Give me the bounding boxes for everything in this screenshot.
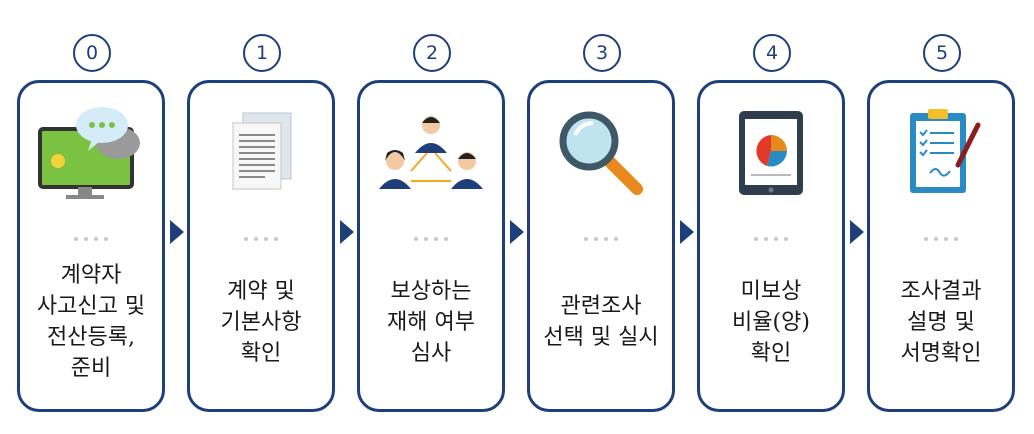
step-label: 계약 및 기본사항 확인	[220, 278, 302, 366]
computer-chat-icon	[20, 103, 162, 208]
step-card: 미보상 비율(양) 확인	[697, 80, 845, 412]
step-card: 관련조사 선택 및 실시	[527, 80, 675, 412]
separator-dots	[360, 226, 502, 245]
tablet-chart-icon	[700, 103, 842, 208]
step-number: 3	[583, 34, 621, 72]
step-1: 1 계약 및 기본사항 확인	[187, 0, 337, 434]
step-number: 1	[243, 34, 281, 72]
step-label: 미보상 비율(양) 확인	[732, 278, 810, 366]
step-card: 조사결과 설명 및 서명확인	[867, 80, 1015, 412]
step-number: 2	[413, 34, 451, 72]
documents-icon	[190, 103, 332, 208]
magnifier-icon	[530, 103, 672, 208]
step-3: 3 관련조사 선택 및 실시	[527, 0, 677, 434]
step-label: 조사결과 설명 및 서명확인	[900, 278, 982, 366]
separator-dots	[190, 226, 332, 245]
step-card: 보상하는 재해 여부 심사	[357, 80, 505, 412]
step-number: 5	[923, 34, 961, 72]
step-number: 0	[73, 34, 111, 72]
step-label: 관련조사 선택 및 실시	[543, 294, 659, 350]
step-card: 계약자 사고신고 및 전산등록, 준비	[17, 80, 165, 412]
people-network-icon	[360, 103, 502, 208]
flow-arrow	[510, 220, 524, 244]
step-label: 보상하는 재해 여부 심사	[387, 278, 475, 366]
step-2: 2 보상하는 재해 여부 심사	[357, 0, 507, 434]
separator-dots	[20, 226, 162, 245]
step-4: 4 미보상 비율(양) 확인	[697, 0, 847, 434]
step-label: 계약자 사고신고 및 전산등록, 준비	[36, 263, 146, 381]
step-5: 5 조사결과 설명 및 서명확인	[867, 0, 1017, 434]
step-number: 4	[753, 34, 791, 72]
step-card: 계약 및 기본사항 확인	[187, 80, 335, 412]
clipboard-icon	[870, 103, 1012, 208]
separator-dots	[530, 226, 672, 245]
flow-arrow	[850, 220, 864, 244]
flow-arrow	[170, 220, 184, 244]
flow-arrow	[680, 220, 694, 244]
step-0: 0 계약자 사고신고 및 전산등록, 준비	[17, 0, 167, 434]
separator-dots	[870, 226, 1012, 245]
flow-arrow	[340, 220, 354, 244]
separator-dots	[700, 226, 842, 245]
